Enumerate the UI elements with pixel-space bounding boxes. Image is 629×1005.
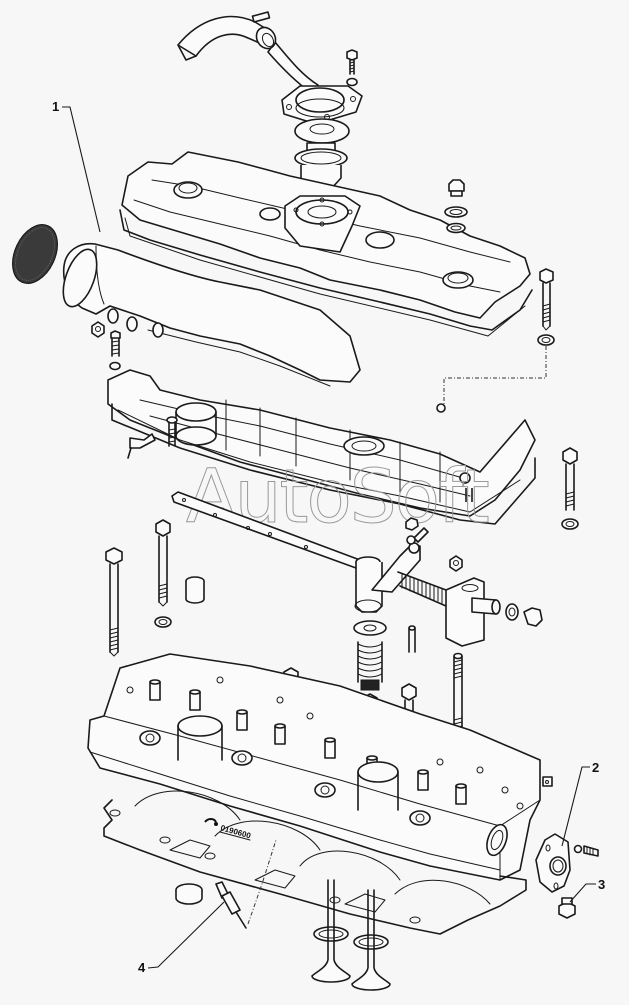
rocker-cover-gasket [119,209,533,337]
thermostat-gasket [294,118,350,144]
rocker-end-support [445,577,501,647]
part-code-underline [219,831,251,841]
rocker-housing [107,369,536,517]
hose-clamp [251,11,277,50]
callout-2-label: 2 [592,760,599,775]
rocker-housing-gasket [111,403,536,525]
drain-plug [558,897,576,919]
o-rings [444,206,468,234]
callout-3[interactable]: 3 [569,877,605,903]
rocker-shaft-plug [523,607,543,627]
callout-3-label: 3 [598,877,605,892]
rocker-support [354,556,383,613]
dowel-sleeve [185,576,205,604]
air-filter-element [12,224,58,284]
cylinder-head [87,653,541,881]
rocker-cover-nut [449,555,463,572]
callout-3-leader [569,883,596,903]
callout-1-leader [62,106,101,233]
callout-2[interactable]: 2 [561,760,599,847]
rocker-cover-bolt [537,268,555,346]
assembly-line-glow-plug [247,839,277,925]
side-flange [535,833,571,893]
oil-filler-cap [448,179,465,197]
core-plug [175,883,203,905]
pushrod-pin [408,625,416,653]
callout-4-leader [147,901,225,969]
callout-2-leader [561,766,590,847]
stud-right [561,447,579,530]
small-bracket [127,433,156,459]
rocker-arm [371,542,421,593]
valve-spring-retainer [353,620,387,636]
manifold-bolt [109,330,121,371]
assembly-line-cover [443,346,547,408]
housing-stud [166,416,178,447]
rocker-spring [397,571,447,607]
callout-4-label: 4 [138,960,146,975]
watermark-text: AutoSoft [186,454,489,540]
callout-4[interactable]: 4 [138,901,225,975]
thermostat-cover [281,85,363,125]
valve-2 [351,889,391,991]
cylinder-head-bolt-long [105,547,123,657]
side-flange-bolt [573,844,599,857]
cylinder-head-bolt-medium [154,519,172,628]
part-code: 0190600 [219,823,252,840]
valve-spring [357,641,383,691]
breather-hose [177,15,319,93]
adjusting-screw [406,527,429,545]
valve-1 [311,879,351,983]
manifold-nut [91,321,105,338]
thermostat-bolt [346,49,358,87]
intake-manifold [62,242,361,387]
callout-1-label: 1 [52,99,59,114]
callout-1[interactable]: 1 [52,99,101,233]
rocker-nut [405,517,419,531]
head-tag [542,776,553,787]
rocker-shaft-washer [505,603,519,621]
cylinder-head-gasket [103,790,527,935]
glow-plug [215,881,247,929]
thermostat-housing-on-cover [284,195,361,253]
